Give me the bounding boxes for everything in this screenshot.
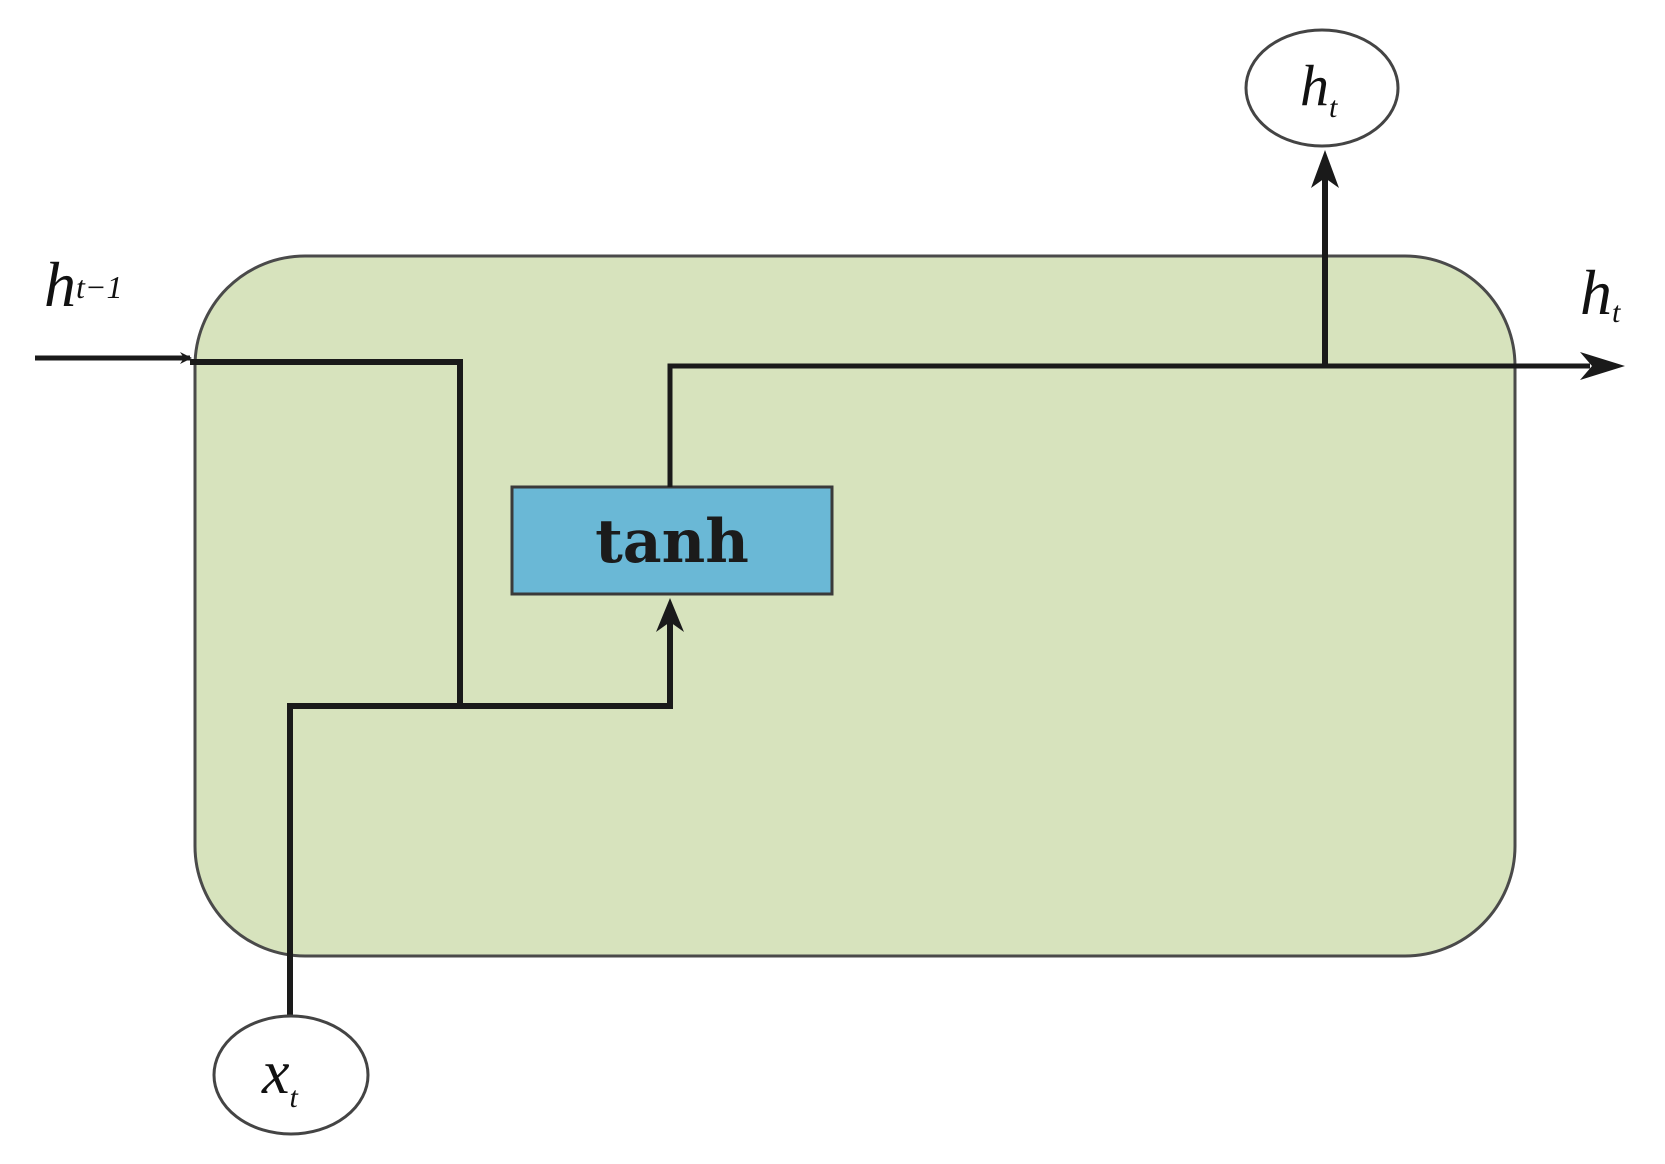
prev-hidden-path — [190, 359, 463, 706]
input-prev-label: ht−1 — [44, 249, 122, 320]
output-path — [667, 363, 1590, 487]
input-x-label-sub: t — [290, 1081, 299, 1114]
output-right-label-base: h — [1580, 257, 1612, 328]
input-prev-label-base: h — [44, 249, 76, 320]
tanh-gate-label: tanh — [595, 507, 749, 577]
output-right-label: ht — [1580, 257, 1621, 329]
output-top-label-sub: t — [1329, 91, 1338, 124]
output-top-node — [1244, 28, 1400, 148]
output-right-arrowhead — [1580, 352, 1625, 380]
output-right-label-sub: t — [1612, 296, 1621, 329]
tanh-gate — [510, 485, 834, 596]
input-x-node — [212, 1014, 370, 1136]
rnn-cell-body — [193, 254, 1517, 958]
input-x-path — [287, 622, 673, 1016]
output-top-label-base: h — [1300, 53, 1329, 118]
input-x-label: xt — [261, 1039, 299, 1114]
output-up-arrowhead — [1311, 150, 1339, 188]
output-top-label: ht — [1300, 53, 1338, 124]
input-prev-label-sub: t−1 — [76, 269, 122, 305]
input-x-label-base: x — [261, 1039, 290, 1107]
tanh-input-arrowhead — [656, 598, 684, 632]
